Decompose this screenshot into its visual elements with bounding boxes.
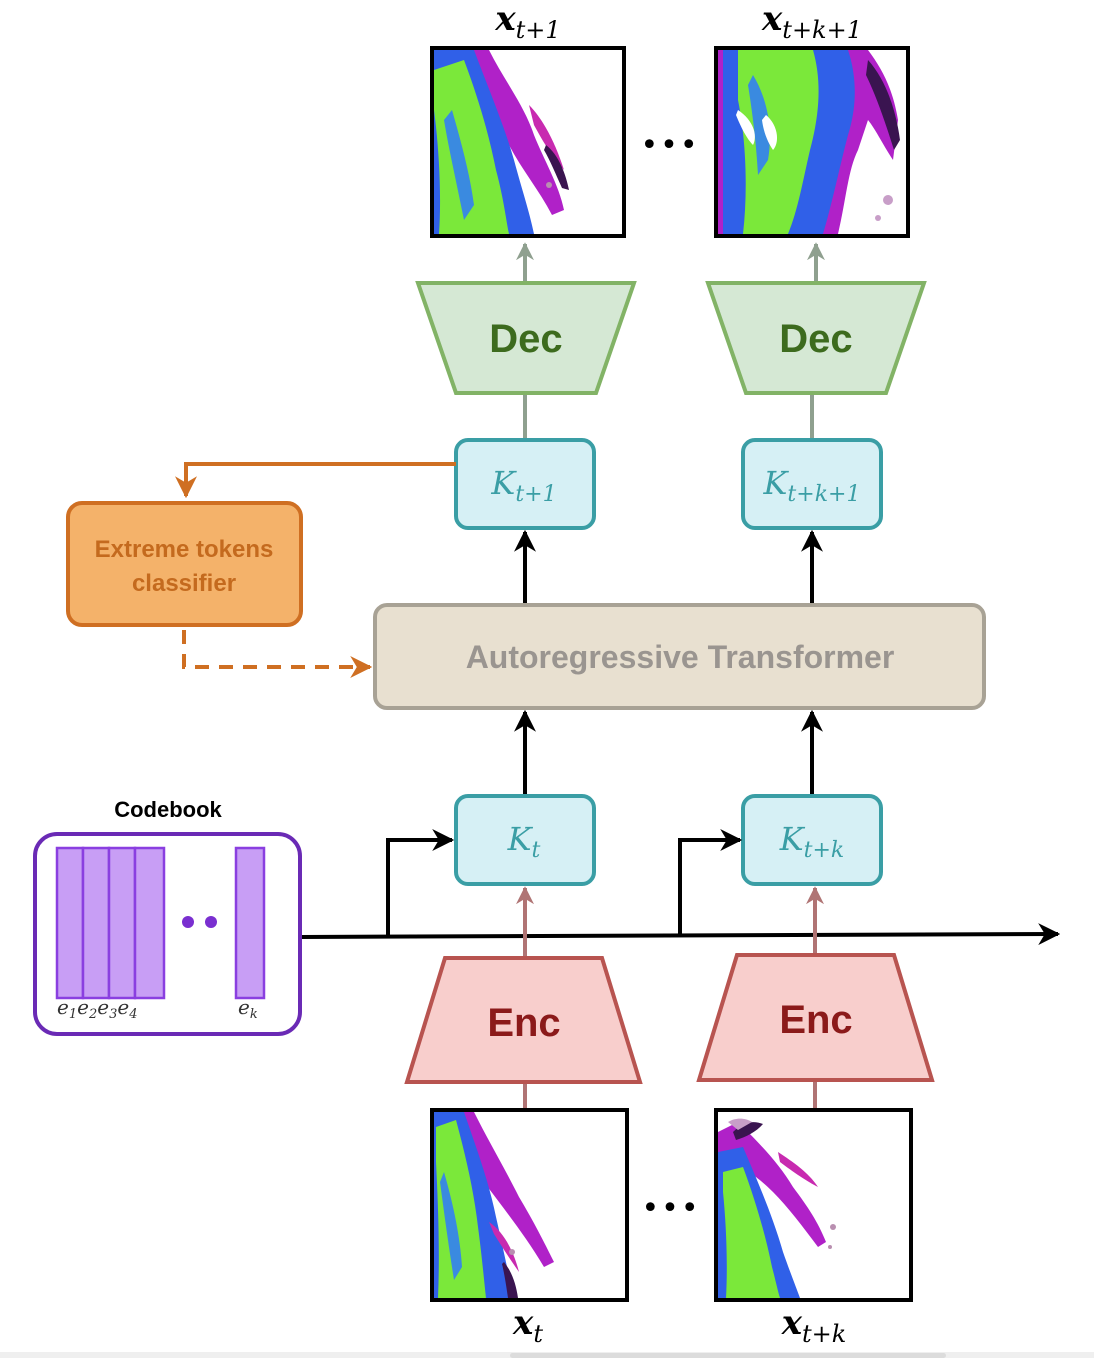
codebook-entry-bar	[81, 846, 111, 1000]
extreme-tokens-classifier: Extreme tokens classifier	[66, 501, 303, 627]
codebook-entry-bar	[55, 846, 85, 1000]
svg-text:Kt+1: Kt+1	[490, 464, 556, 507]
codebook-entry-bar	[133, 846, 166, 1000]
frame-x-t-plus-1	[430, 46, 626, 238]
encoder-2: Enc	[696, 953, 935, 1082]
label-x-t-plus-k-plus-1: xt+k+1	[761, 0, 862, 44]
label-x-t-plus-k: xt+k	[781, 1303, 847, 1348]
codebook-entry-bar	[107, 846, 137, 1000]
codebook-dot	[205, 916, 217, 928]
encoder-label: Enc	[487, 1001, 560, 1045]
autoregressive-transformer: Autoregressive Transformer	[373, 603, 986, 710]
decoder-label: Dec	[779, 317, 852, 361]
decoder-2: Dec	[705, 281, 927, 395]
encoder-label: Enc	[779, 998, 852, 1042]
ellipsis-top: •••	[640, 128, 699, 163]
scroll-handle[interactable]	[510, 1353, 946, 1358]
codebook-dot	[182, 916, 194, 928]
svg-text:Kt+k+1: Kt+k+1	[763, 464, 861, 507]
decoder-label: Dec	[489, 317, 562, 361]
label-x-t-plus-1: xt+1	[494, 0, 560, 44]
transformer-label: Autoregressive Transformer	[466, 639, 895, 675]
encoder-1: Enc	[404, 956, 643, 1084]
svg-text:e1e2e3e4: e1e2e3e4	[57, 995, 138, 1022]
arrow-classifier-to-transformer	[182, 630, 373, 678]
svg-text:Kt+k: Kt+k	[779, 820, 845, 863]
token-k-t-plus-k: Kt+k	[741, 794, 883, 886]
ellipsis-bottom: •••	[641, 1191, 700, 1226]
classifier-label-line1: Extreme tokens	[95, 536, 274, 563]
frame-x-t-plus-k	[714, 1108, 913, 1302]
arrow-codebook-to-k-tk	[678, 829, 743, 936]
codebook: e1e2e3e4 ek	[33, 832, 302, 1036]
arrow-codebook-to-k-t	[386, 829, 455, 937]
codebook-title: Codebook	[114, 797, 222, 822]
label-x-t: xt	[512, 1303, 543, 1348]
svg-text:Kt: Kt	[507, 820, 541, 863]
token-k-t: Kt	[454, 794, 596, 886]
frame-x-t	[430, 1108, 629, 1302]
frame-x-t-plus-k-plus-1	[714, 46, 910, 238]
codebook-entry-bar	[234, 846, 266, 1000]
svg-text:ek: ek	[238, 995, 258, 1022]
token-k-t-plus-k-plus-1: Kt+k+1	[741, 438, 883, 530]
token-k-t-plus-1: Kt+1	[454, 438, 596, 530]
arrow-k-t1-to-classifier	[175, 462, 456, 499]
decoder-1: Dec	[415, 281, 637, 395]
classifier-label-line2: classifier	[132, 570, 236, 597]
